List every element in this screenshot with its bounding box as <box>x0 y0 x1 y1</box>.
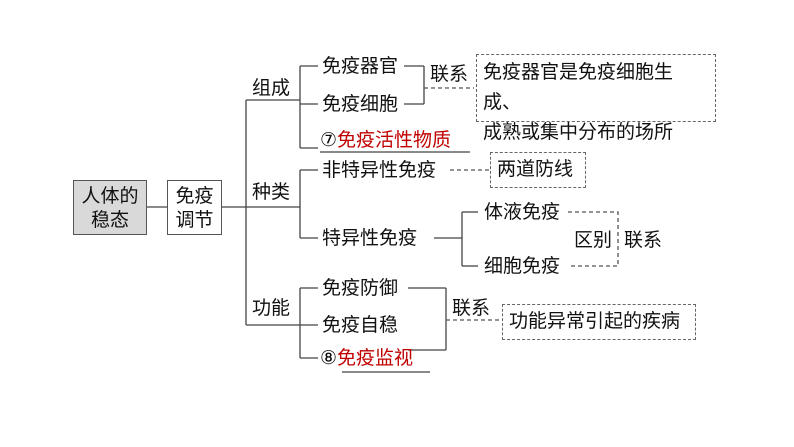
blank-8: ⑧免疫监视 <box>320 346 413 370</box>
blank-7-marker: ⑦ <box>320 129 338 151</box>
two-defense-lines-text: 两道防线 <box>497 158 574 180</box>
immune-homeostasis: 免疫自稳 <box>322 314 399 336</box>
cellular-immunity: 细胞免疫 <box>484 255 561 277</box>
immune-organ: 免疫器官 <box>322 55 399 77</box>
functions-link-label: 联系 <box>452 297 491 319</box>
blank-7: ⑦免疫活性物质 <box>320 128 451 152</box>
immune-regulation-box: 免疫 调节 <box>167 180 222 235</box>
root-line1: 人体的 <box>81 184 139 207</box>
branch-composition: 组成 <box>252 77 291 99</box>
organ-note: 免疫器官是免疫细胞生成、 成熟或集中分布的场所 <box>476 54 716 143</box>
organ-note-line1: 免疫器官是免疫细胞生成、 <box>483 61 674 113</box>
immune-line1: 免疫 <box>175 184 214 207</box>
immune-cell: 免疫细胞 <box>322 93 399 115</box>
blank-8-answer: 免疫监视 <box>337 347 414 369</box>
root-line2: 稳态 <box>90 208 129 231</box>
root-box: 人体的 稳态 <box>73 180 147 235</box>
specific-link-label: 联系 <box>624 229 663 251</box>
branch-functions: 功能 <box>252 297 291 319</box>
difference-label: 区别 <box>574 229 613 251</box>
immune-line2: 调节 <box>175 208 214 231</box>
humoral-immunity: 体液免疫 <box>484 201 561 223</box>
blank-7-answer: 免疫活性物质 <box>337 129 452 151</box>
dysfunction-note-text: 功能异常引起的疾病 <box>509 310 681 332</box>
organ-note-line2: 成熟或集中分布的场所 <box>483 121 674 143</box>
branch-types: 种类 <box>252 181 291 203</box>
two-defense-lines-note: 两道防线 <box>490 152 586 188</box>
specific-immunity: 特异性免疫 <box>322 227 418 249</box>
link-label-composition: 联系 <box>430 63 469 85</box>
immune-defense: 免疫防御 <box>322 277 399 299</box>
blank-8-marker: ⑧ <box>320 347 338 369</box>
dysfunction-note: 功能异常引起的疾病 <box>502 304 696 340</box>
nonspecific-immunity: 非特异性免疫 <box>322 159 437 181</box>
